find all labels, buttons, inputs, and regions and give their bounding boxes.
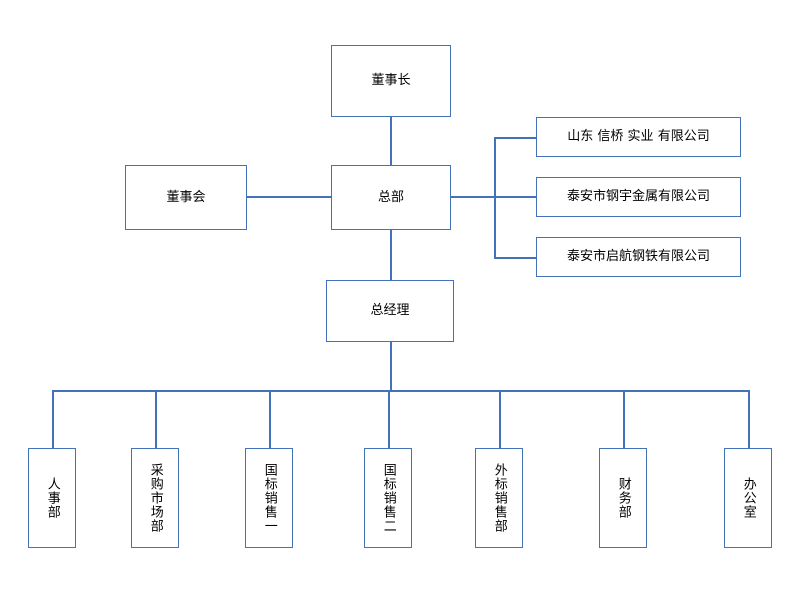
node-subsidiary-3[interactable]: 泰安市启航钢铁有限公司 <box>536 237 741 277</box>
connector-board-headquarters <box>247 196 331 198</box>
connector-headquarters-bus <box>451 196 496 198</box>
node-board[interactable]: 董事会 <box>125 165 247 230</box>
node-subsidiary-1[interactable]: 山东 信桥 实业 有限公司 <box>536 117 741 157</box>
connector-department-drop-3 <box>269 390 271 448</box>
node-chairman[interactable]: 董事长 <box>331 45 451 117</box>
node-department-7[interactable]: 办公室 <box>724 448 772 548</box>
node-department-3[interactable]: 国标销售一 <box>245 448 293 548</box>
node-department-2[interactable]: 采购市场部 <box>131 448 179 548</box>
connector-department-drop-2 <box>155 390 157 448</box>
connector-department-drop-5 <box>499 390 501 448</box>
connector-subsidiary-3 <box>494 257 536 259</box>
node-headquarters[interactable]: 总部 <box>331 165 451 230</box>
node-department-6[interactable]: 财务部 <box>599 448 647 548</box>
node-subsidiary-2[interactable]: 泰安市钢宇金属有限公司 <box>536 177 741 217</box>
connector-subsidiary-1 <box>494 137 536 139</box>
connector-headquarters-general-manager <box>390 230 392 280</box>
connector-department-drop-7 <box>748 390 750 448</box>
connector-chairman-headquarters <box>390 117 392 165</box>
node-department-4[interactable]: 国标销售二 <box>364 448 412 548</box>
node-department-5[interactable]: 外标销售部 <box>475 448 523 548</box>
connector-department-drop-1 <box>52 390 54 448</box>
connector-general-manager-down <box>390 342 392 390</box>
node-general-manager[interactable]: 总经理 <box>326 280 454 342</box>
node-department-1[interactable]: 人事部 <box>28 448 76 548</box>
connector-department-drop-4 <box>388 390 390 448</box>
connector-department-bus <box>52 390 749 392</box>
connector-subsidiary-2 <box>494 196 536 198</box>
connector-department-drop-6 <box>623 390 625 448</box>
